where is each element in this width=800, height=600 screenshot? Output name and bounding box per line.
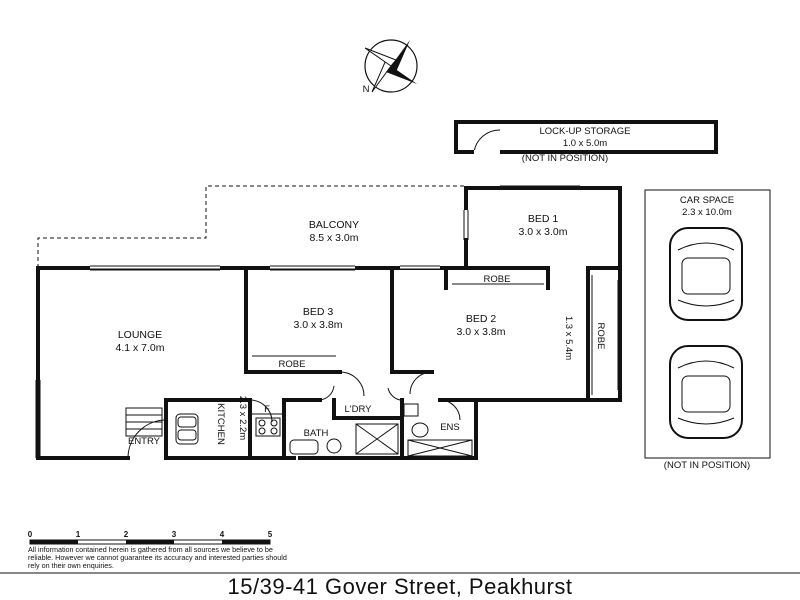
scale-tick: 4	[220, 530, 225, 539]
scale-bar: 0 1 2 3 4 5	[28, 530, 273, 545]
car-space-label: CAR SPACE	[680, 195, 734, 206]
car-space: CAR SPACE 2.3 x 10.0m (NOT IN POSITION)	[644, 189, 771, 471]
scale-tick: 3	[172, 530, 177, 539]
compass-icon: N	[363, 39, 418, 95]
balcony-outline	[37, 185, 466, 268]
fridge-label: F	[264, 404, 270, 415]
bed1-label: BED 1	[528, 213, 559, 225]
doors	[127, 371, 461, 459]
balcony-dims: 8.5 x 3.0m	[309, 232, 358, 244]
compass-north-label: N	[363, 84, 370, 95]
kitchen-fittings	[175, 413, 284, 445]
bed3-label: BED 3	[303, 306, 334, 318]
robe-bed2-label: ROBE	[484, 274, 511, 285]
scale-tick: 2	[124, 530, 129, 539]
kitchen-label: KITCHEN	[215, 403, 226, 445]
lock-up-storage: LOCK-UP STORAGE 1.0 x 5.0m (NOT IN POSIT…	[454, 120, 718, 164]
storage-note: (NOT IN POSITION)	[522, 153, 608, 164]
scale-tick: 1	[76, 530, 81, 539]
balcony-label: BALCONY	[309, 219, 359, 231]
bed1-dims: 3.0 x 3.0m	[518, 226, 567, 238]
disclaimer-line: rely on their own enquiries.	[28, 561, 114, 570]
bathroom-fittings	[289, 403, 473, 457]
entry-stairs	[125, 407, 163, 437]
bed2-label: BED 2	[466, 313, 497, 325]
storage-label: LOCK-UP STORAGE	[540, 126, 631, 137]
ensuite-label: ENS	[440, 422, 460, 433]
bed3-dims: 3.0 x 3.8m	[293, 319, 342, 331]
bed1-extension-dims: 1.3 x 5.4m	[563, 316, 574, 360]
storage-dims: 1.0 x 5.0m	[563, 138, 607, 149]
car-icon	[669, 345, 743, 439]
address-title: 15/39-41 Gover Street, Peakhurst	[228, 574, 573, 599]
scale-tick: 5	[268, 530, 273, 539]
kitchen-dims: 2.3 x 2.2m	[237, 396, 248, 440]
robe-bed3-label: ROBE	[279, 359, 306, 370]
car-icon	[669, 227, 743, 321]
laundry-label: L'DRY	[345, 404, 373, 415]
disclaimer-line: reliable. However we cannot guarantee it…	[28, 553, 287, 562]
bath-label: BATH	[304, 428, 329, 439]
robe-bed1-label: ROBE	[595, 323, 606, 350]
car-space-dims: 2.3 x 10.0m	[682, 207, 732, 218]
car-space-note: (NOT IN POSITION)	[664, 460, 750, 471]
windows	[35, 185, 619, 458]
walls	[36, 186, 622, 460]
lounge-dims: 4.1 x 7.0m	[115, 342, 164, 354]
scale-tick: 0	[28, 530, 33, 539]
bed2-dims: 3.0 x 3.8m	[456, 326, 505, 338]
entry-label: ENTRY	[128, 436, 161, 447]
disclaimer-line: All information contained herein is gath…	[28, 545, 273, 554]
lounge-label: LOUNGE	[118, 329, 162, 341]
